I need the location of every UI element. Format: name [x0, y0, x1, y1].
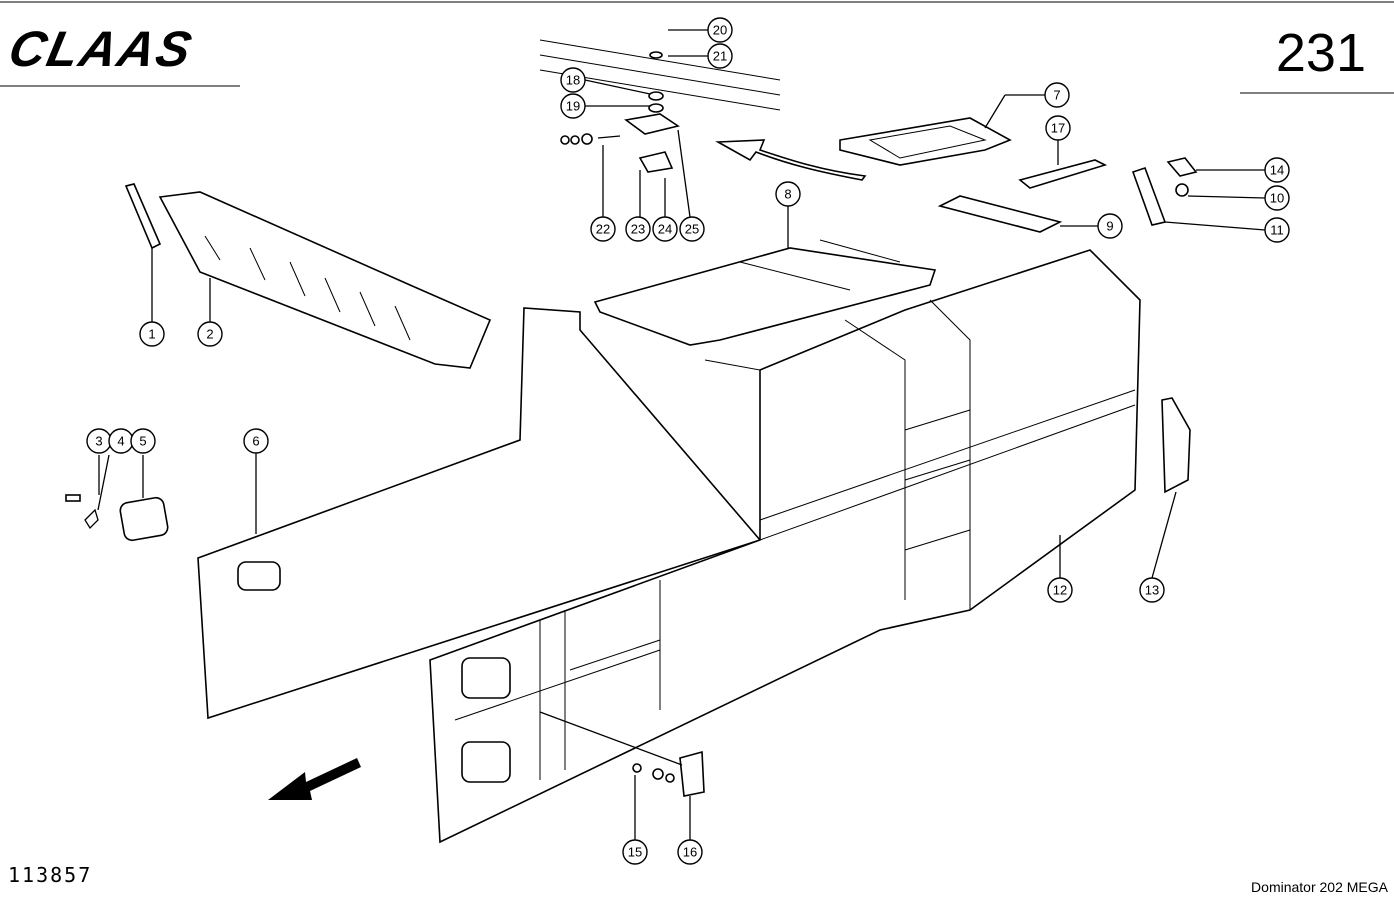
part-3-screw [65, 455, 100, 502]
drawing-number: 113857 [8, 863, 93, 887]
part-16-plate [539, 711, 705, 840]
callout-2: 2 [197, 321, 223, 347]
svg-text:5: 5 [139, 434, 146, 449]
part-7-cover-plate [839, 94, 1045, 166]
callout-11: 11 [1264, 217, 1290, 243]
part-13-bracket [1151, 397, 1191, 579]
part-10-nut [1175, 183, 1266, 199]
callout-14: 14 [1264, 157, 1290, 183]
svg-text:16: 16 [683, 845, 697, 860]
callout-4: 4 [108, 428, 134, 454]
part-17-strip [1018, 140, 1108, 189]
part-5-cover [119, 455, 169, 542]
fastener-group-18-25 [539, 29, 781, 218]
svg-text:12: 12 [1053, 583, 1067, 598]
callout-25: 25 [679, 216, 705, 242]
callout-7: 7 [1044, 82, 1070, 108]
part-4-clip [84, 454, 110, 530]
svg-text:19: 19 [566, 99, 580, 114]
front-direction-arrow [268, 758, 361, 800]
part-9-bracket [937, 195, 1098, 233]
svg-text:18: 18 [566, 73, 580, 88]
callout-24: 24 [652, 216, 678, 242]
svg-text:13: 13 [1145, 583, 1159, 598]
page-number: 231 [1275, 23, 1366, 83]
svg-text:22: 22 [596, 222, 610, 237]
callout-8: 8 [775, 181, 801, 207]
svg-text:8: 8 [784, 187, 791, 202]
main-frame-12 [429, 249, 1141, 844]
svg-text:6: 6 [252, 434, 259, 449]
svg-text:2: 2 [206, 327, 213, 342]
svg-text:11: 11 [1270, 223, 1284, 238]
svg-text:7: 7 [1053, 88, 1060, 103]
svg-text:17: 17 [1051, 121, 1065, 136]
callout-6: 6 [243, 428, 269, 454]
callout-19: 19 [560, 93, 586, 119]
svg-text:9: 9 [1106, 219, 1113, 234]
part-14-clip [1166, 157, 1265, 177]
callout-23: 23 [625, 216, 651, 242]
part-8-top-cover [593, 206, 937, 346]
brand-logo: CLAAS [4, 21, 199, 77]
callout-20: 20 [707, 17, 733, 43]
callout-13: 13 [1139, 577, 1165, 603]
part-6-side-panel [197, 307, 762, 720]
callout-1: 1 [139, 321, 165, 347]
model-name: Dominator 202 MEGA [1251, 879, 1388, 895]
svg-text:23: 23 [631, 222, 645, 237]
callout-22: 22 [590, 216, 616, 242]
callout-15: 15 [622, 839, 648, 865]
part-2-panel [158, 191, 492, 369]
frame-lines [0, 1, 1394, 94]
callout-16: 16 [677, 839, 703, 865]
svg-text:15: 15 [628, 845, 642, 860]
part-15-bolt [632, 763, 675, 840]
svg-text:21: 21 [713, 49, 727, 64]
callout-17: 17 [1045, 115, 1071, 141]
callout-10: 10 [1264, 185, 1290, 211]
svg-text:25: 25 [685, 222, 699, 237]
svg-text:14: 14 [1270, 163, 1284, 178]
direction-arrow-curved [715, 139, 867, 181]
svg-text:20: 20 [713, 23, 727, 38]
svg-text:4: 4 [117, 434, 124, 449]
callout-21: 21 [707, 43, 733, 69]
svg-text:10: 10 [1270, 191, 1284, 206]
callout-18: 18 [560, 67, 586, 93]
callout-5: 5 [130, 428, 156, 454]
callout-9: 9 [1097, 213, 1123, 239]
callout-3: 3 [86, 428, 112, 454]
part-1-strip [124, 183, 162, 322]
svg-text:3: 3 [95, 434, 102, 449]
svg-text:24: 24 [658, 222, 672, 237]
callout-12: 12 [1047, 577, 1073, 603]
svg-text:1: 1 [148, 327, 155, 342]
part-11-bracket [1131, 166, 1266, 231]
